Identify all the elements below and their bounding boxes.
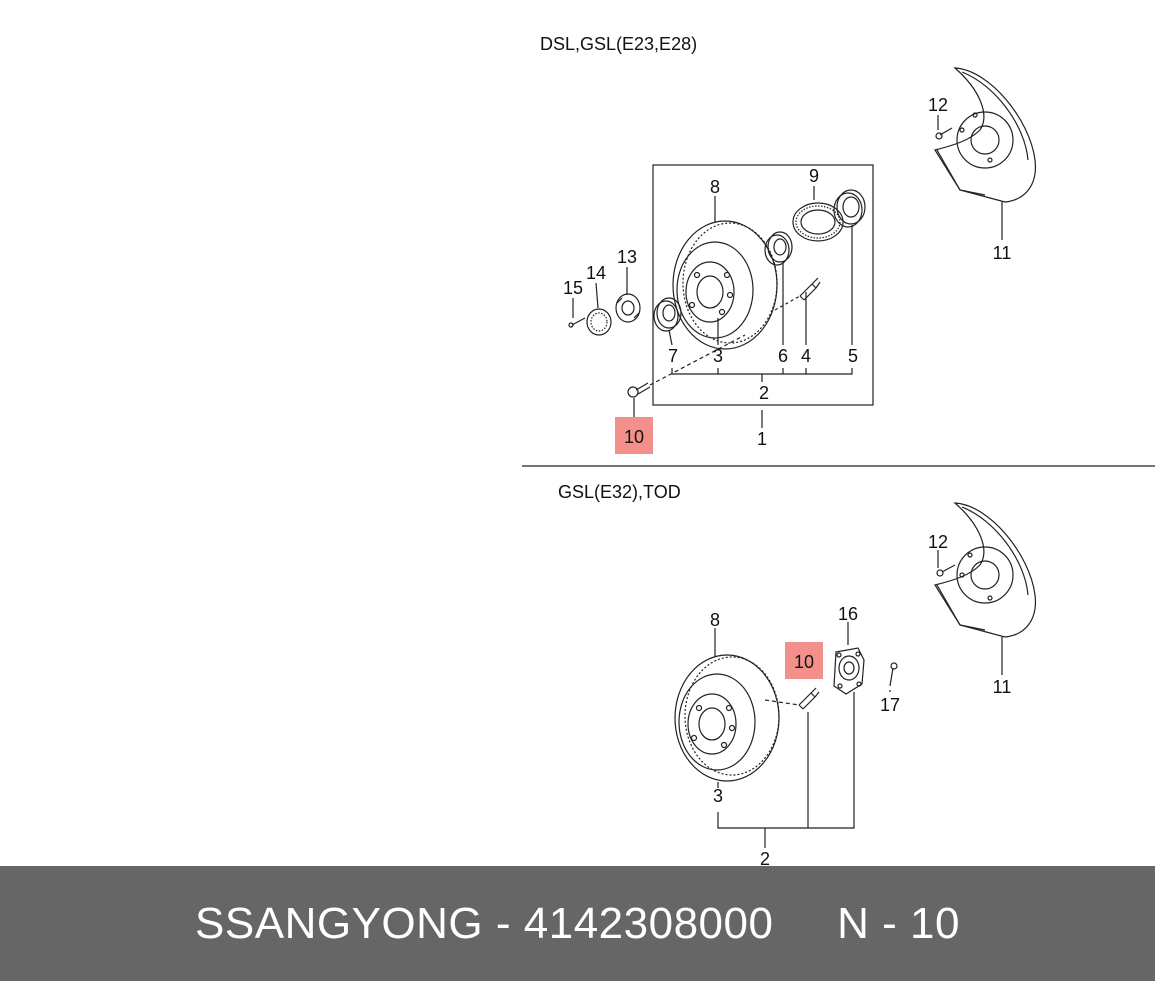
cotter-pin-15 (568, 317, 586, 328)
label-5-top: 5 (848, 346, 858, 366)
bottom-section-title: GSL(E32),TOD (558, 482, 681, 502)
label-10-top: 10 (624, 427, 644, 447)
part-number: 4142308000 (523, 898, 774, 948)
label-9-top: 9 (809, 166, 819, 186)
label-8-top: 8 (710, 177, 720, 197)
bearing-6 (764, 231, 793, 266)
hub-bolt-10-top (627, 334, 746, 398)
label-3-bottom: 3 (713, 786, 723, 806)
bolt-17 (889, 662, 898, 687)
assembly-box (652, 164, 874, 406)
label-12-top: 12 (928, 95, 948, 115)
label-15-top: 15 (563, 278, 583, 298)
bolt-12-bottom (936, 564, 956, 577)
label-8-bottom: 8 (710, 610, 720, 630)
label-2-top: 2 (759, 383, 769, 403)
label-3-top: 3 (713, 346, 723, 366)
washer-14 (586, 308, 612, 336)
top-section-title: DSL,GSL(E23,E28) (540, 34, 697, 54)
footer-banner: SSANGYONG - 4142308000 N - 10 (0, 866, 1155, 981)
brand-separator: - (483, 898, 524, 948)
nut-13 (615, 293, 641, 323)
ref-separator: - (869, 898, 910, 948)
dust-shield-bottom (934, 502, 1037, 638)
bearing-7 (653, 297, 682, 332)
brake-disc-bottom (674, 654, 780, 782)
label-6-top: 6 (778, 346, 788, 366)
bolt-12-top (935, 127, 953, 140)
label-1-top: 1 (757, 429, 767, 449)
highlight-box-top (615, 417, 653, 454)
footer-spacer (773, 899, 837, 949)
label-11-top: 11 (993, 243, 1012, 263)
dust-shield-top (934, 67, 1037, 203)
label-7-top: 7 (668, 346, 678, 366)
label-2-bottom: 2 (760, 849, 770, 866)
label-14-top: 14 (586, 263, 606, 283)
highlight-box-bottom (785, 642, 823, 679)
hub-bolt-10-bottom (764, 687, 820, 710)
ref-number: 10 (910, 898, 960, 948)
ref-prefix: N (837, 898, 870, 948)
parts-diagram: DSL,GSL(E23,E28) (522, 34, 1155, 866)
hub-bearing-16 (833, 647, 865, 695)
label-10-bottom: 10 (794, 652, 814, 672)
wheel-bolt-4 (774, 277, 821, 311)
label-11-bottom: 11 (993, 677, 1012, 697)
label-16-bottom: 16 (838, 604, 858, 624)
label-12-bottom: 12 (928, 532, 948, 552)
seal-5 (833, 189, 866, 228)
brake-disc-top (672, 220, 778, 350)
label-4-top: 4 (801, 346, 811, 366)
tone-ring (792, 202, 844, 242)
label-13-top: 13 (617, 247, 637, 267)
brand-name: SSANGYONG (195, 898, 484, 948)
label-17-bottom: 17 (880, 695, 900, 715)
